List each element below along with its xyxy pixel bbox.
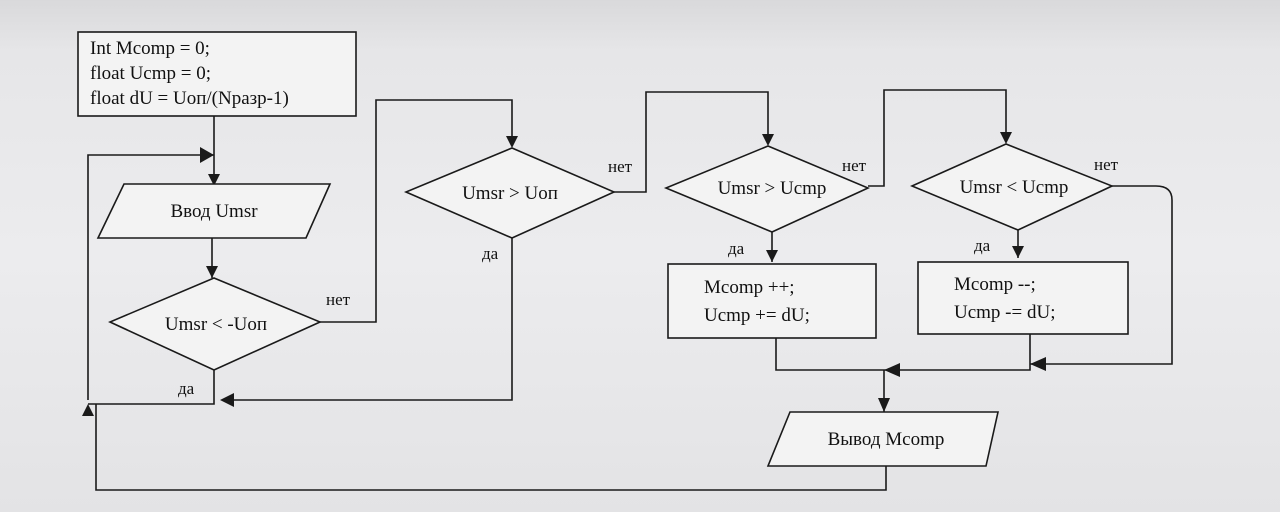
decision-2-diamond bbox=[403, 147, 616, 239]
line-cond3-no bbox=[868, 89, 1007, 187]
output-parallelogram bbox=[766, 411, 999, 467]
decision-2-yes-label: да bbox=[482, 244, 499, 263]
process-2-line-1: Mcomp --; bbox=[954, 274, 1036, 295]
process-block-1: Mcomp ++; Ucmp += dU; bbox=[667, 263, 877, 339]
line-output-loop bbox=[95, 404, 887, 491]
process-1-line-1: Mcomp ++; bbox=[704, 277, 795, 298]
decision-2-label: Umsr > Uоп bbox=[462, 183, 558, 204]
arrowheads bbox=[82, 132, 1046, 416]
decision-3-yes-label: да bbox=[728, 239, 745, 258]
decision-2-no-label: нет bbox=[608, 157, 633, 176]
arrow-down-icon bbox=[208, 174, 220, 186]
line-loop-top bbox=[87, 154, 214, 400]
decision-1: Umsr < -Uоп нет да bbox=[108, 277, 351, 398]
line-cond2-no bbox=[614, 91, 769, 193]
init-rect bbox=[77, 31, 357, 117]
decision-4-yes-label: да bbox=[974, 236, 991, 255]
init-line-2: float Ucmp = 0; bbox=[90, 63, 211, 84]
output-block: Вывод Mcomp bbox=[766, 411, 999, 467]
process-block-2: Mcomp --; Ucmp -= dU; bbox=[917, 261, 1129, 335]
arrow-down-icon bbox=[206, 266, 218, 278]
decision-3: Umsr > Ucmp нет да bbox=[663, 145, 870, 258]
arrow-down-icon bbox=[762, 134, 774, 146]
line-cond1-no bbox=[320, 99, 513, 323]
process-1-line-2: Ucmp += dU; bbox=[704, 305, 810, 326]
line-cond4-no bbox=[1030, 185, 1173, 365]
init-line-1: Int Mcomp = 0; bbox=[90, 38, 210, 59]
arrow-right-icon bbox=[200, 147, 214, 163]
arrow-left-icon bbox=[220, 393, 234, 407]
decision-1-label: Umsr < -Uоп bbox=[165, 314, 267, 335]
decision-4: Umsr < Ucmp нет да bbox=[909, 143, 1119, 255]
line-cond1-yes bbox=[88, 370, 215, 405]
arrow-down-icon bbox=[1012, 246, 1024, 258]
arrow-down-icon bbox=[506, 136, 518, 148]
line-blocks-merge bbox=[775, 334, 1031, 371]
input-label: Ввод Umsr bbox=[170, 201, 258, 222]
init-line-3: float dU = Uоп/(Nразр-1) bbox=[90, 88, 289, 109]
arrow-left-icon bbox=[1030, 357, 1046, 371]
line-cond2-yes bbox=[224, 236, 513, 401]
decision-1-diamond bbox=[108, 277, 323, 371]
input-parallelogram bbox=[96, 183, 332, 239]
decision-4-no-label: нет bbox=[1094, 155, 1119, 174]
arrow-down-icon bbox=[766, 250, 778, 262]
decision-4-diamond bbox=[909, 143, 1115, 231]
input-block: Ввод Umsr bbox=[96, 183, 332, 239]
decision-1-yes-label: да bbox=[178, 379, 195, 398]
arrow-left-icon bbox=[884, 363, 900, 377]
decision-4-label: Umsr < Ucmp bbox=[960, 177, 1069, 198]
decision-2: Umsr > Uоп нет да bbox=[403, 147, 633, 263]
process-1-rect bbox=[667, 263, 877, 339]
decision-3-label: Umsr > Ucmp bbox=[718, 178, 827, 199]
process-2-rect bbox=[917, 261, 1129, 335]
arrow-up-icon bbox=[82, 404, 94, 416]
output-label: Вывод Mcomp bbox=[828, 429, 945, 450]
decision-3-diamond bbox=[663, 145, 870, 233]
decision-1-no-label: нет bbox=[326, 290, 351, 309]
process-2-line-2: Ucmp -= dU; bbox=[954, 302, 1055, 323]
decision-3-no-label: нет bbox=[842, 156, 867, 175]
connectors bbox=[87, 89, 1173, 491]
arrow-down-icon bbox=[878, 398, 890, 412]
init-block: Int Mcomp = 0; float Ucmp = 0; float dU … bbox=[77, 31, 357, 117]
arrow-down-icon bbox=[1000, 132, 1012, 144]
